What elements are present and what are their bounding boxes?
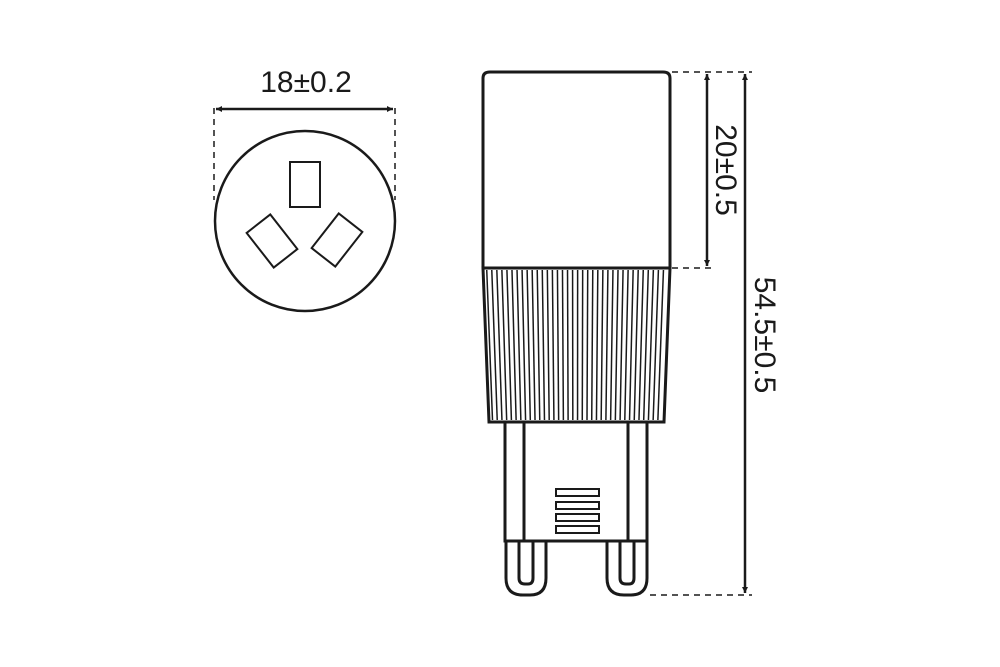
ribbed-section <box>481 266 672 424</box>
rib-line <box>600 269 604 421</box>
rib-line <box>485 269 494 421</box>
rib-line <box>633 269 639 421</box>
vent-slots <box>555 488 600 534</box>
rib-line <box>652 269 660 421</box>
rib-line <box>586 269 589 421</box>
rib-line <box>491 269 498 421</box>
rib-line <box>561 269 565 421</box>
rib-line <box>609 269 614 421</box>
rib-line <box>496 269 503 421</box>
top-view <box>213 106 397 313</box>
rib-line <box>521 269 527 421</box>
rib-line <box>619 269 624 421</box>
rib-line <box>566 269 569 421</box>
rib-line <box>595 269 599 421</box>
rib-line <box>501 269 508 421</box>
rib-line <box>605 269 609 421</box>
bulb-cap <box>481 70 672 270</box>
pin-slot-right <box>310 212 364 268</box>
rib-line <box>526 269 532 421</box>
rib-line <box>657 269 665 421</box>
rib-line <box>536 269 541 421</box>
rib-line <box>546 269 550 421</box>
rib-line <box>638 269 645 421</box>
pin-slot-left <box>245 213 299 269</box>
rib-lines <box>485 269 665 421</box>
rib-line <box>624 269 629 421</box>
rib-line <box>556 269 560 421</box>
rib-line <box>506 269 513 421</box>
pin-right <box>605 541 649 597</box>
rib-line <box>590 269 594 421</box>
diameter-label: 18±0.2 <box>260 66 352 99</box>
rib-line <box>642 269 650 421</box>
rib-line <box>628 269 634 421</box>
cap-height-label: 20±0.5 <box>709 124 742 216</box>
rib-line <box>511 269 517 421</box>
rib-line <box>531 269 536 421</box>
rib-line <box>614 269 619 421</box>
rib-line <box>516 269 522 421</box>
base <box>503 420 649 543</box>
rib-line <box>551 269 555 421</box>
pin-left <box>504 541 548 597</box>
rib-line <box>541 269 546 421</box>
pin-slot-top <box>289 161 321 208</box>
total-height-label: 54.5±0.5 <box>748 277 781 394</box>
side-view <box>481 70 672 597</box>
bulb-outline-circle <box>213 129 397 313</box>
rib-line <box>647 269 655 421</box>
